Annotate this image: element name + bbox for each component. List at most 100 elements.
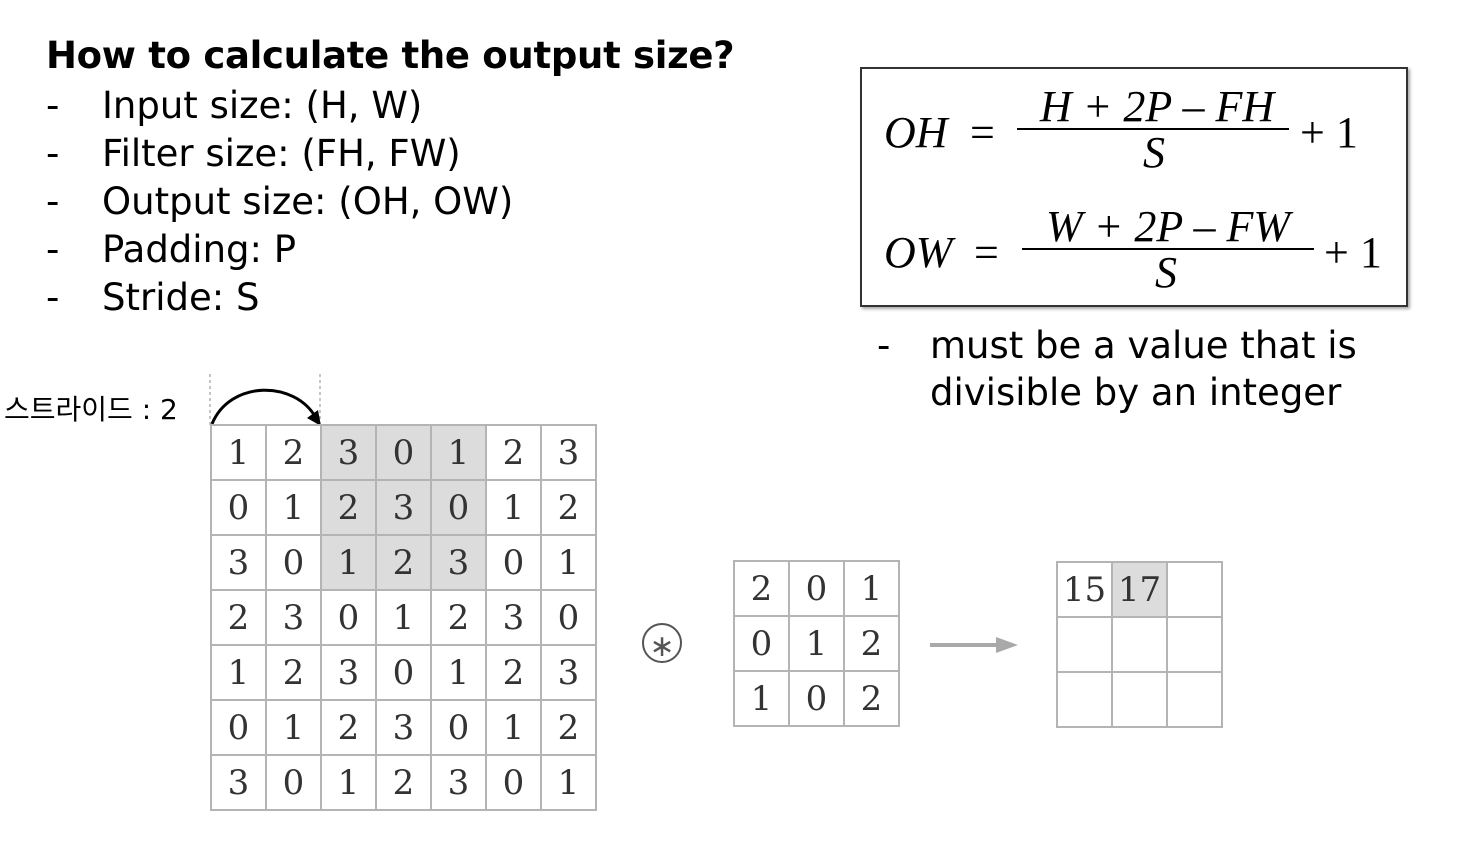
divisibility-note: - must be a value that is divisible by a… bbox=[877, 322, 1357, 416]
matrix-cell-highlighted: 3 bbox=[430, 534, 487, 591]
matrix-cell: 2 bbox=[375, 754, 432, 811]
definition-list: -Input size: (H, W) -Filter size: (FH, F… bbox=[46, 82, 513, 322]
matrix-cell bbox=[1111, 671, 1168, 728]
convolution-operator-icon: ∗ bbox=[642, 623, 682, 664]
matrix-row: 0 1 2 bbox=[733, 615, 900, 672]
matrix-cell: 1 bbox=[320, 754, 377, 811]
matrix-cell: 2 bbox=[265, 644, 322, 701]
matrix-cell: 1 bbox=[485, 479, 542, 536]
note-line-1: must be a value that is bbox=[930, 324, 1357, 367]
matrix-cell-highlighted: 3 bbox=[375, 479, 432, 536]
matrix-cell: 3 bbox=[540, 644, 597, 701]
matrix-cell: 2 bbox=[843, 615, 900, 672]
matrix-cell: 0 bbox=[733, 615, 790, 672]
bullet-dash: - bbox=[46, 228, 60, 271]
matrix-row: 1 2 3 0 1 2 3 bbox=[210, 424, 597, 481]
ow-denominator: S bbox=[1155, 248, 1177, 297]
matrix-cell: 1 bbox=[540, 754, 597, 811]
ow-plus-one: + 1 bbox=[1324, 228, 1382, 277]
bullet-dash: - bbox=[46, 276, 60, 319]
bullet-text: Filter size: (FH, FW) bbox=[102, 132, 461, 175]
matrix-cell: 1 bbox=[265, 699, 322, 756]
operator-symbol: ∗ bbox=[649, 629, 674, 664]
bullet-text: Input size: (H, W) bbox=[102, 84, 423, 127]
result-arrow-icon bbox=[930, 637, 1018, 653]
arrow-head bbox=[996, 637, 1018, 653]
matrix-cell: 2 bbox=[320, 699, 377, 756]
formula-box: OH = H + 2P – FH S + 1 OW = W + 2P – FW … bbox=[860, 67, 1408, 307]
matrix-cell: 1 bbox=[210, 644, 267, 701]
matrix-row bbox=[1056, 616, 1223, 673]
oh-plus-one: + 1 bbox=[1300, 108, 1358, 157]
bullet-stride: -Stride: S bbox=[46, 274, 513, 322]
matrix-cell bbox=[1166, 616, 1223, 673]
ow-equals: = bbox=[974, 228, 999, 277]
matrix-cell: 1 bbox=[843, 560, 900, 617]
matrix-cell-highlighted: 2 bbox=[375, 534, 432, 591]
filter-matrix: 2 0 1 0 1 2 1 0 2 bbox=[733, 560, 900, 727]
matrix-row: 1 2 3 0 1 2 3 bbox=[210, 644, 597, 701]
matrix-row bbox=[1056, 671, 1223, 728]
oh-denominator: S bbox=[1143, 128, 1165, 177]
matrix-cell: 0 bbox=[430, 699, 487, 756]
stride-arc bbox=[210, 388, 318, 425]
bullet-filter-size: -Filter size: (FH, FW) bbox=[46, 130, 513, 178]
matrix-cell: 2 bbox=[843, 670, 900, 727]
bullet-dash: - bbox=[46, 180, 60, 223]
matrix-cell: 2 bbox=[733, 560, 790, 617]
bullet-dash: - bbox=[46, 132, 60, 175]
bullet-text: Padding: P bbox=[102, 228, 297, 271]
matrix-row: 0 1 2 3 0 1 2 bbox=[210, 699, 597, 756]
note-line-2: divisible by an integer bbox=[930, 371, 1342, 414]
matrix-cell: 2 bbox=[540, 479, 597, 536]
matrix-cell-highlighted: 1 bbox=[430, 424, 487, 481]
matrix-cell-highlighted: 17 bbox=[1111, 561, 1168, 618]
input-matrix: 1 2 3 0 1 2 3 0 1 2 3 0 1 2 3 0 1 2 3 0 … bbox=[210, 424, 597, 811]
matrix-cell-highlighted: 3 bbox=[320, 424, 377, 481]
matrix-cell: 1 bbox=[375, 589, 432, 646]
matrix-cell: 0 bbox=[485, 754, 542, 811]
matrix-cell-highlighted: 2 bbox=[320, 479, 377, 536]
stride-arrowhead bbox=[307, 410, 321, 426]
matrix-cell: 0 bbox=[788, 670, 845, 727]
matrix-cell: 1 bbox=[733, 670, 790, 727]
matrix-cell: 3 bbox=[540, 424, 597, 481]
matrix-cell: 1 bbox=[430, 644, 487, 701]
matrix-row: 3 0 1 2 3 0 1 bbox=[210, 754, 597, 811]
matrix-cell: 0 bbox=[210, 479, 267, 536]
matrix-cell: 0 bbox=[788, 560, 845, 617]
matrix-cell: 2 bbox=[485, 424, 542, 481]
matrix-cell: 3 bbox=[265, 589, 322, 646]
matrix-cell: 3 bbox=[210, 534, 267, 591]
matrix-cell bbox=[1056, 671, 1113, 728]
stride-label: 스트라이드 : 2 bbox=[4, 393, 178, 426]
matrix-row: 3 0 1 2 3 0 1 bbox=[210, 534, 597, 591]
matrix-cell: 1 bbox=[265, 479, 322, 536]
matrix-row: 0 1 2 3 0 1 2 bbox=[210, 479, 597, 536]
matrix-cell: 2 bbox=[265, 424, 322, 481]
matrix-cell: 2 bbox=[210, 589, 267, 646]
bullet-text: Output size: (OH, OW) bbox=[102, 180, 514, 223]
matrix-cell: 0 bbox=[540, 589, 597, 646]
matrix-cell: 1 bbox=[788, 615, 845, 672]
page-heading: How to calculate the output size? bbox=[46, 34, 735, 77]
matrix-cell bbox=[1166, 671, 1223, 728]
matrix-cell: 2 bbox=[430, 589, 487, 646]
output-matrix: 15 17 bbox=[1056, 561, 1223, 728]
matrix-cell: 0 bbox=[265, 754, 322, 811]
matrix-cell: 0 bbox=[485, 534, 542, 591]
bullet-text: Stride: S bbox=[102, 276, 260, 319]
matrix-row: 1 0 2 bbox=[733, 670, 900, 727]
ow-lhs: OW bbox=[884, 228, 956, 277]
matrix-cell: 1 bbox=[540, 534, 597, 591]
matrix-cell: 0 bbox=[265, 534, 322, 591]
matrix-cell bbox=[1166, 561, 1223, 618]
note-dash: - bbox=[877, 324, 891, 367]
formula-svg: OH = H + 2P – FH S + 1 OW = W + 2P – FW … bbox=[884, 82, 1382, 297]
matrix-cell: 3 bbox=[430, 754, 487, 811]
matrix-row: 2 3 0 1 2 3 0 bbox=[210, 589, 597, 646]
matrix-cell: 0 bbox=[320, 589, 377, 646]
matrix-cell: 3 bbox=[210, 754, 267, 811]
bullet-padding: -Padding: P bbox=[46, 226, 513, 274]
bullet-input-size: -Input size: (H, W) bbox=[46, 82, 513, 130]
